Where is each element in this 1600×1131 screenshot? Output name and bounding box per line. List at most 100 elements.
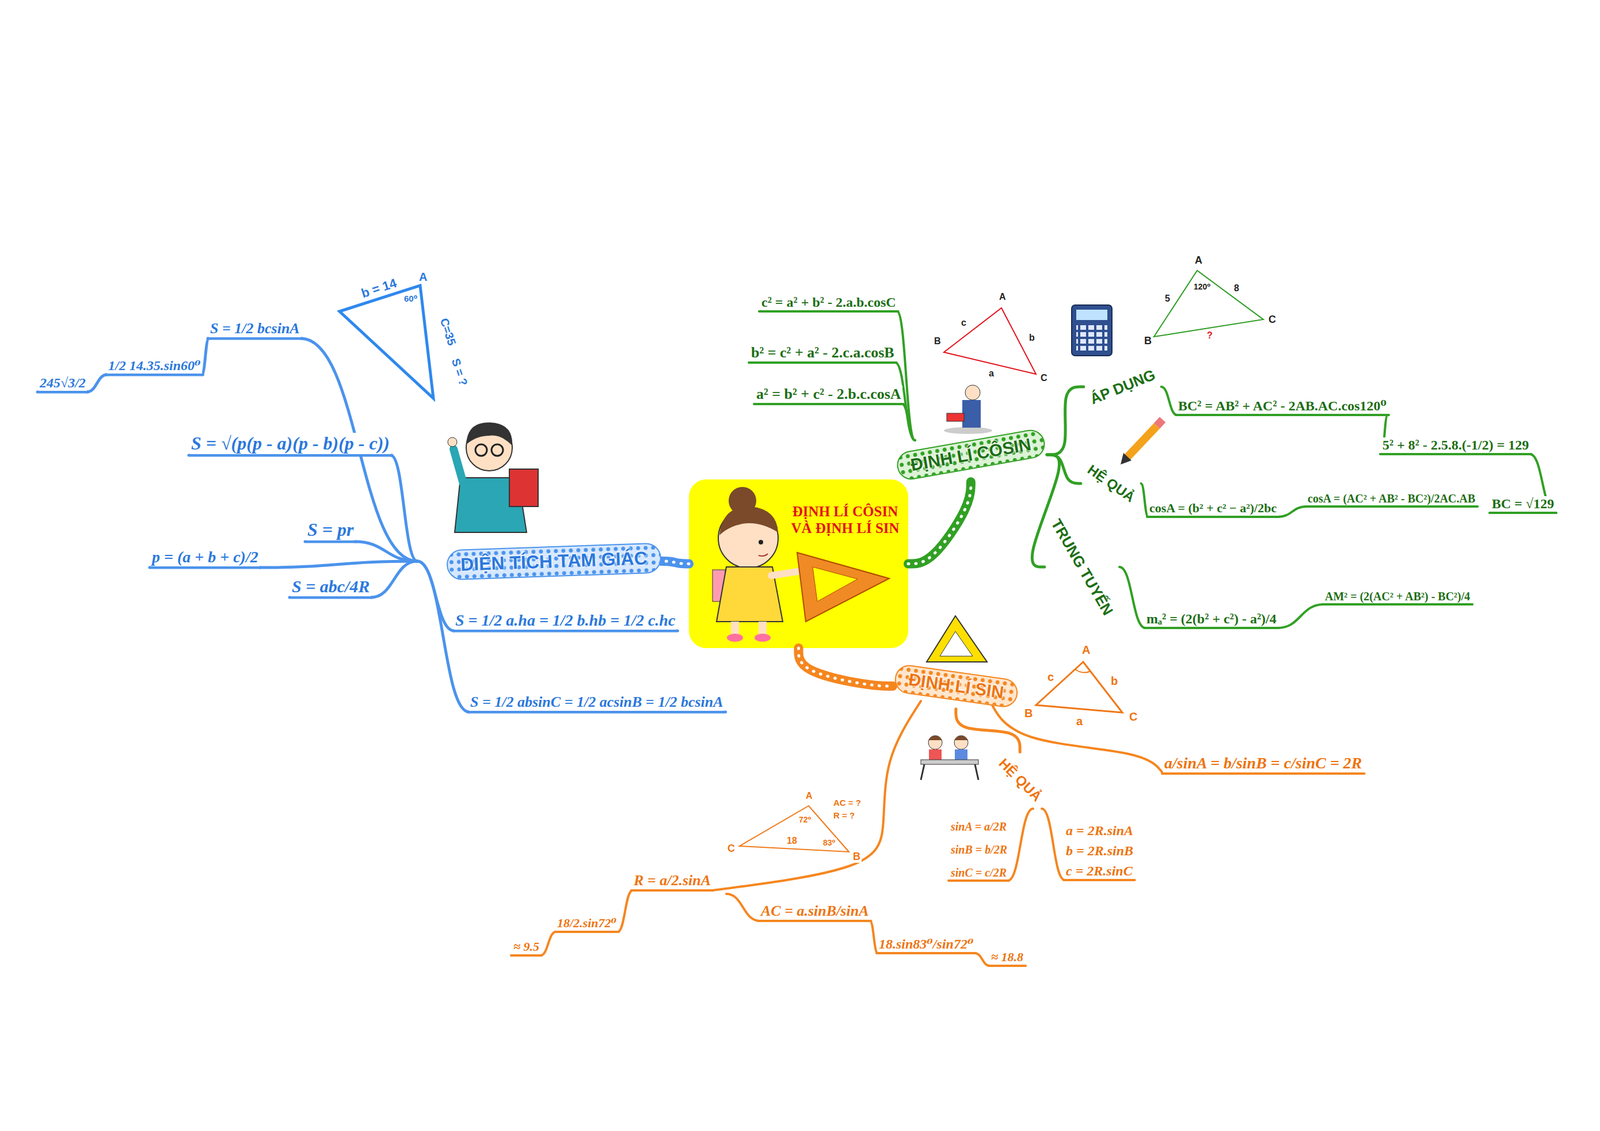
underline [988,964,1026,967]
formula-label: 1/2 14.35.sin60⁰ [107,356,203,374]
kids-figure [954,735,969,741]
leader-lines [37,311,1557,966]
branch-band: DIỆN TÍCH TAM GIÁC [446,542,662,581]
branch-band [661,561,689,565]
branch-line [1046,454,1081,484]
formula-label: cosA = (AC² + AB² - BC²)/2AC.AB [1306,492,1477,506]
reader-figure [943,385,993,434]
branch-curve [974,953,990,966]
formula-label: a/sinA = b/sinB = c/sinC = 2R [1163,753,1364,773]
sub-branch: ÁP DỤNG [1083,363,1162,411]
branch-curve [902,404,916,441]
formula-label: S = 1/2 absinC = 1/2 acsinB = 1/2 bcsinA [469,693,725,711]
figure-label: B [1023,706,1034,720]
kids-figure [920,764,979,780]
formula-label: sinC = c/2R [949,866,1008,880]
kids-figure [928,735,943,741]
underline [1162,772,1365,775]
underline [1489,511,1557,514]
underline [305,540,356,544]
underline [37,390,89,394]
underline [759,310,899,313]
formula-label: c² = a² + b² - 2.a.b.cosC [760,294,898,311]
figure-label: a [987,368,996,379]
formula-label: S = √(p(p - a)(p - b)(p - c)) [189,432,391,455]
formula-label: S = abc/4R [290,576,371,597]
branch-curve [259,561,418,568]
calculator-icon [1071,305,1112,356]
topic-text: ĐỊNH LÍ CÔSIN [909,434,1033,475]
pencil-icon [1126,425,1157,458]
figure-label: B [1143,334,1153,348]
formula-label: BC² = AB² + AC² - 2AB.AC.cos120⁰ [1176,397,1388,414]
band-dots [661,561,689,565]
figure-label: 5 [1163,293,1172,304]
pencil-icon [1120,452,1132,465]
figure-label: 83⁰ [821,837,837,848]
kids-figure [954,735,969,750]
branch-curve [1007,808,1034,881]
underline [149,566,261,570]
underline [554,930,619,933]
kids-figure [928,749,942,760]
triangle-figure [339,270,1264,852]
triangle-figure [1035,661,1123,713]
calculator-icon [1076,323,1108,352]
pencil-icon [1120,419,1163,465]
topic-text: ÁP DỤNG [1087,365,1158,408]
figure-label: 18 [785,835,799,847]
formula-label: R = a/2.sinA [632,871,712,890]
branch-band [908,481,971,564]
ruler-icon [926,615,988,662]
underline [876,951,976,955]
girl-figure [758,539,764,545]
teacher-figure [466,422,513,446]
branch-band [798,648,894,687]
underline [1144,626,1279,630]
branch-curve [390,455,418,562]
formula-label: b = 2R.sinB [1064,843,1135,859]
underline [1380,452,1531,456]
center-ground [688,479,909,649]
underline [1175,413,1389,417]
triangle-figure [943,307,1036,375]
underline [748,361,897,364]
triangle-figure [1153,270,1264,337]
reader-figure [962,400,981,428]
branch-curve [870,920,878,954]
underline [105,373,204,377]
figure-label: A [1193,254,1204,267]
underline [207,337,303,341]
figure-label: c [1046,670,1055,684]
formula-label: S = 1/2 a.ha = 1/2 b.hb = 1/2 c.hc [454,611,677,630]
figure-label: C=35 [436,315,459,349]
underline [758,919,872,923]
girl-figure [730,621,739,636]
topic-text: HỆ QUẢ [995,755,1045,805]
formula-label: ≈ 9.5 [512,939,541,955]
kids-figure [928,735,943,750]
underline [631,889,714,892]
branch-line [955,709,1020,753]
branch-curve [86,374,108,392]
topic-text: ĐỊNH LÍ CÔSIN VÀ ĐỊNH LÍ SIN [787,503,903,537]
calculator-icon [1071,305,1112,356]
formula-label: S = 1/2 bcsinA [208,320,302,338]
band-dots [908,481,971,564]
girl-figure [726,633,744,642]
central-topic: ĐỊNH LÍ CÔSIN VÀ ĐỊNH LÍ SIN [688,479,909,649]
branch-curve [540,931,556,956]
formula-label: 5² + 8² - 2.5.8.(-1/2) = 129 [1381,437,1530,453]
figure-label: b [1109,674,1119,688]
figure-label: 60⁰ [402,293,419,304]
figure-label: C [1128,710,1139,724]
figure-label: b [1027,332,1036,344]
branch-curve [617,890,633,932]
reader-figure [946,413,965,422]
formula-label: 18.sin83⁰/sin72⁰ [877,935,975,952]
underline [452,629,678,633]
teacher-figure [491,444,504,456]
underline [467,710,726,714]
girl-figure [754,633,771,642]
